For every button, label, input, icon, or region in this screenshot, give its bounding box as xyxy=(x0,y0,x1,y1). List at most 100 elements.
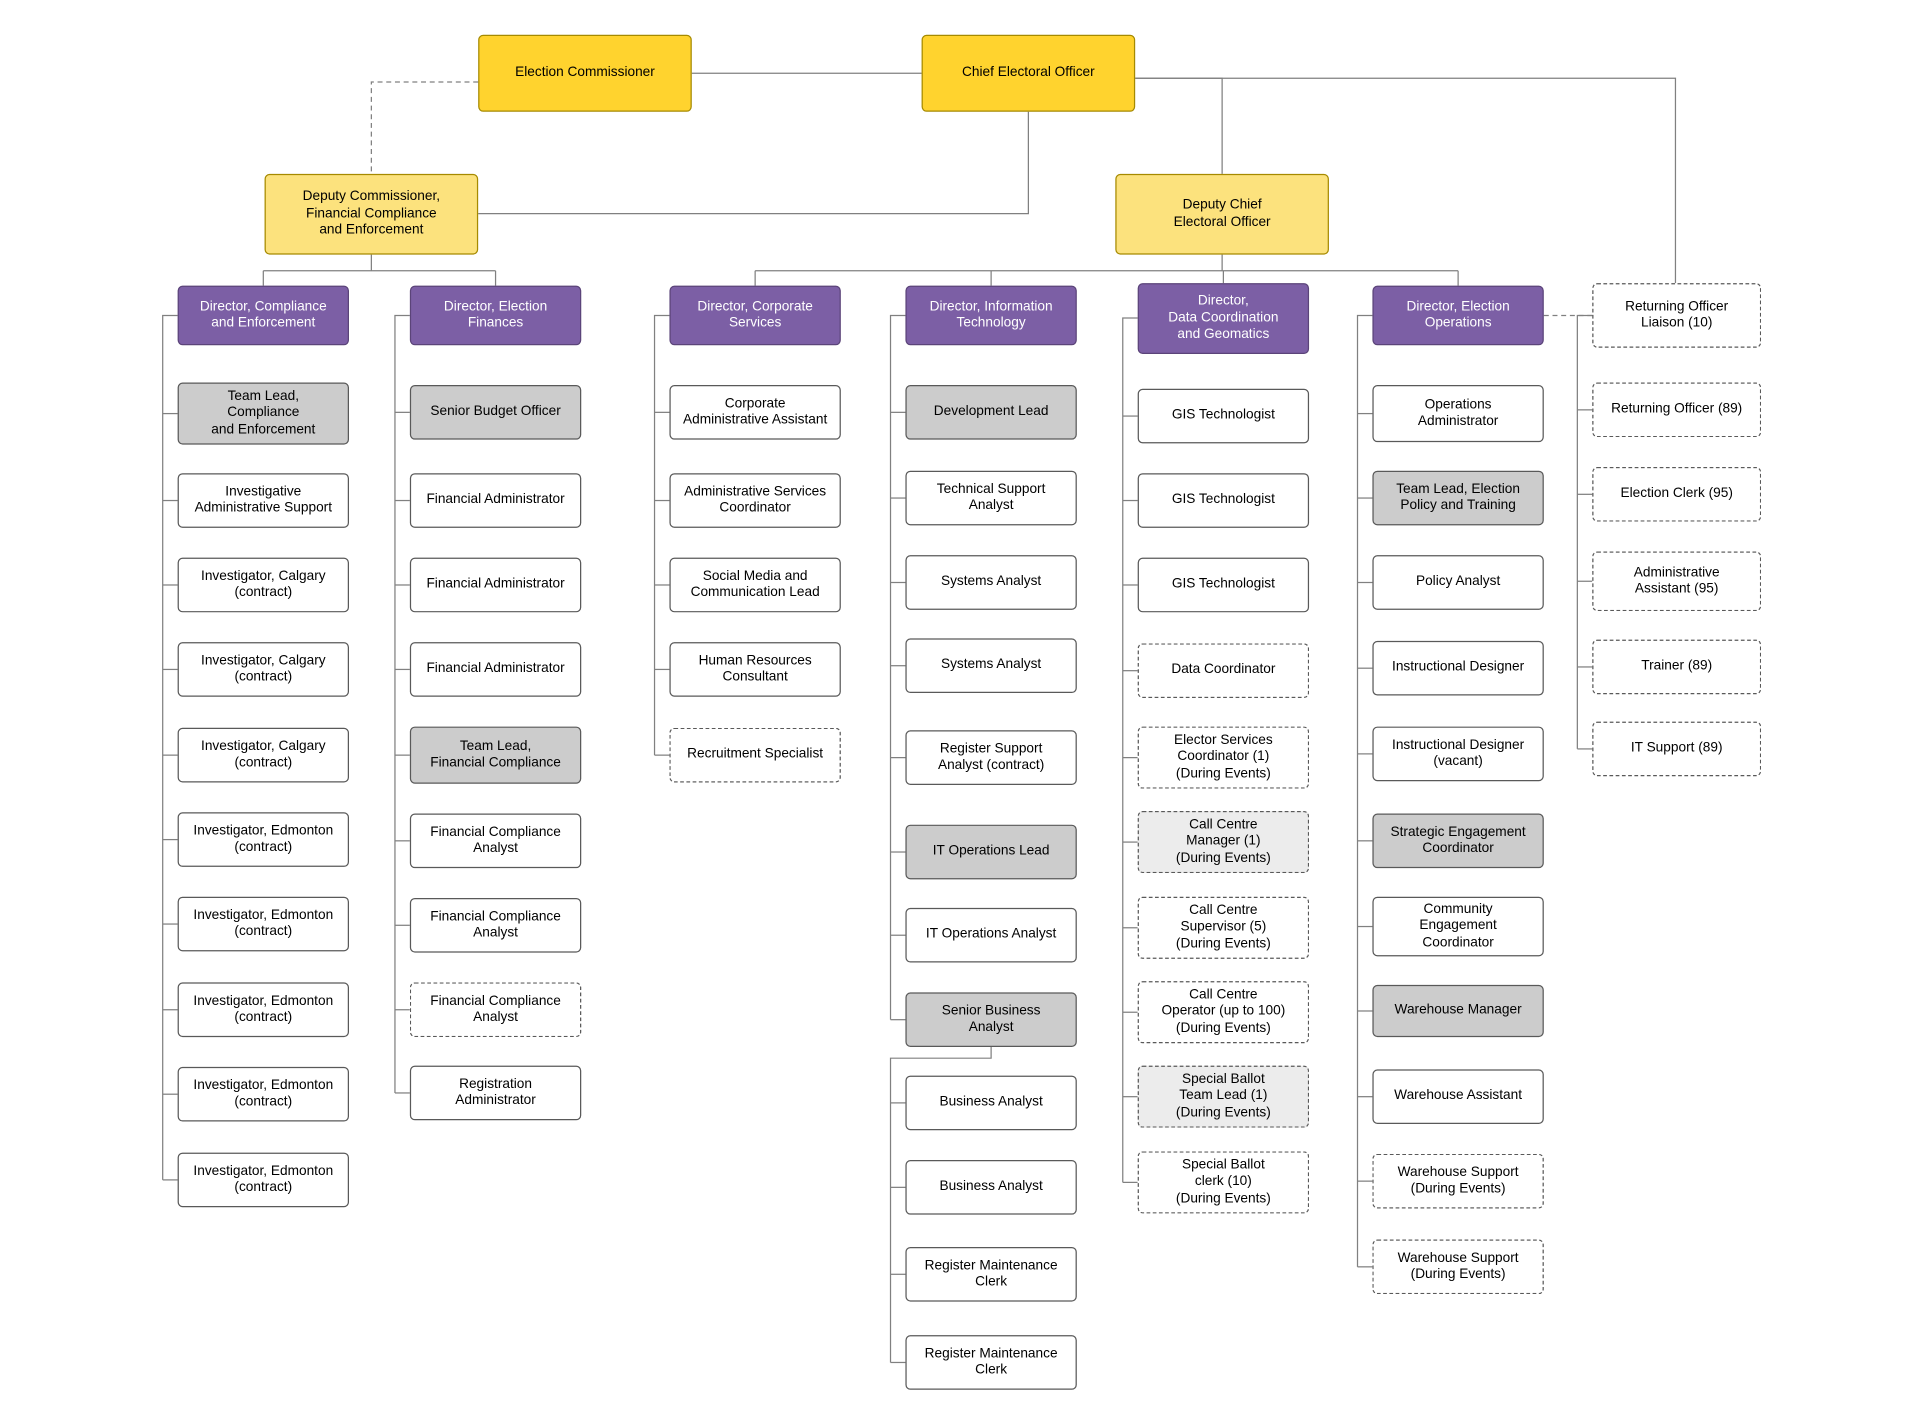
org-node-register-support-analyst: Register Support Analyst (contract) xyxy=(905,730,1077,785)
connector xyxy=(1122,317,1138,1183)
org-node-investigator-edmonton-3: Investigator, Edmonton (contract) xyxy=(177,982,350,1038)
org-node-director-election-finances: Director, Election Finances xyxy=(409,285,582,346)
org-node-business-analyst-2: Business Analyst xyxy=(905,1160,1077,1215)
org-node-label: Deputy Commissioner, Financial Complianc… xyxy=(302,189,441,238)
org-node-label: Director, Information Technology xyxy=(929,298,1053,331)
org-node-returning-officer: Returning Officer (89) xyxy=(1592,382,1762,438)
org-node-operations-administrator: Operations Administrator xyxy=(1372,385,1544,443)
org-node-call-centre-supervisor: Call Centre Supervisor (5) (During Event… xyxy=(1137,896,1310,959)
org-node-label: IT Support (89) xyxy=(1630,740,1723,756)
org-node-instructional-designer-vacant: Instructional Designer (vacant) xyxy=(1372,726,1544,782)
org-node-label: Financial Compliance Analyst xyxy=(430,908,561,941)
org-node-label: Investigator, Calgary (contract) xyxy=(201,568,326,600)
org-node-label: Instructional Designer xyxy=(1392,659,1525,675)
org-node-community-engagement-coordinator: Community Engagement Coordinator xyxy=(1372,896,1544,957)
org-node-label: Call Centre Operator (up to 100) (During… xyxy=(1161,987,1286,1036)
org-node-team-lead-election-policy-training: Team Lead, Election Policy and Training xyxy=(1372,470,1544,526)
org-node-label: Director, Compliance and Enforcement xyxy=(199,298,327,331)
org-node-label: Team Lead, Financial Compliance xyxy=(430,738,561,771)
org-node-financial-administrator-1: Financial Administrator xyxy=(409,473,582,528)
org-node-director-information-technology: Director, Information Technology xyxy=(905,285,1077,346)
org-node-label: Financial Compliance Analyst xyxy=(430,993,561,1025)
org-node-call-centre-operator: Call Centre Operator (up to 100) (During… xyxy=(1137,981,1310,1044)
org-node-label: Election Clerk (95) xyxy=(1620,485,1733,501)
org-node-registration-administrator: Registration Administrator xyxy=(409,1065,582,1121)
org-node-call-centre-manager: Call Centre Manager (1) (During Events) xyxy=(1137,811,1310,874)
org-node-label: Register Support Analyst (contract) xyxy=(937,740,1045,773)
org-node-label: GIS Technologist xyxy=(1171,407,1275,423)
org-node-label: Warehouse Support (During Events) xyxy=(1397,1164,1519,1197)
org-node-label: Administrative Assistant (95) xyxy=(1633,564,1720,597)
connector xyxy=(1356,314,1373,1267)
org-node-administrative-services-coordinator: Administrative Services Coordinator xyxy=(669,473,841,528)
org-node-deputy-commissioner: Deputy Commissioner, Financial Complianc… xyxy=(264,173,479,255)
org-node-investigator-calgary-1: Investigator, Calgary (contract) xyxy=(177,557,350,613)
org-node-gis-technologist-1: GIS Technologist xyxy=(1137,388,1310,444)
org-node-chief-electoral-officer: Chief Electoral Officer xyxy=(921,34,1136,112)
org-node-label: Trainer (89) xyxy=(1641,658,1713,674)
org-node-label: Register Maintenance Clerk xyxy=(924,1257,1058,1290)
org-node-policy-analyst: Policy Analyst xyxy=(1372,555,1544,610)
org-node-label: Election Commissioner xyxy=(515,64,655,80)
org-node-special-ballot-clerk: Special Ballot clerk (10) (During Events… xyxy=(1137,1151,1310,1214)
connector xyxy=(1135,77,1677,284)
org-node-label: Returning Officer (89) xyxy=(1611,401,1743,417)
org-node-systems-analyst-2: Systems Analyst xyxy=(905,638,1077,694)
org-node-label: Senior Budget Officer xyxy=(430,404,561,419)
org-node-label: Systems Analyst xyxy=(940,657,1042,673)
org-node-financial-compliance-analyst-1: Financial Compliance Analyst xyxy=(409,813,582,869)
org-node-warehouse-support-1: Warehouse Support (During Events) xyxy=(1372,1153,1544,1209)
org-node-senior-budget-officer: Senior Budget Officer xyxy=(409,385,582,440)
org-node-strategic-engagement-coordinator: Strategic Engagement Coordinator xyxy=(1372,813,1544,869)
org-node-label: Development Lead xyxy=(933,404,1049,419)
connector xyxy=(889,314,906,1020)
org-node-label: Team Lead, Compliance and Enforcement xyxy=(211,388,316,437)
org-node-label: Administrative Services Coordinator xyxy=(684,483,827,516)
org-node-investigative-administrative-support: Investigative Administrative Support xyxy=(177,473,350,528)
org-node-label: Elector Services Coordinator (1) (During… xyxy=(1174,732,1273,781)
org-node-label: Operations Administrator xyxy=(1417,396,1499,429)
org-node-label: Senior Business Analyst xyxy=(941,1003,1041,1035)
org-node-label: Chief Electoral Officer xyxy=(962,64,1095,80)
org-node-it-operations-lead: IT Operations Lead xyxy=(905,824,1077,880)
connector xyxy=(889,1047,992,1363)
org-node-label: Register Maintenance Clerk xyxy=(924,1345,1058,1378)
connector xyxy=(1576,314,1593,749)
org-node-financial-administrator-2: Financial Administrator xyxy=(409,557,582,613)
org-node-instructional-designer: Instructional Designer xyxy=(1372,640,1544,696)
org-node-special-ballot-team-lead: Special Ballot Team Lead (1) (During Eve… xyxy=(1137,1065,1310,1128)
org-node-corporate-administrative-assistant: Corporate Administrative Assistant xyxy=(669,385,841,440)
org-node-label: Community Engagement Coordinator xyxy=(1419,901,1497,950)
org-node-director-corporate-services: Director, Corporate Services xyxy=(669,285,841,346)
org-node-label: Team Lead, Election Policy and Training xyxy=(1396,481,1520,513)
org-node-returning-officer-liaison: Returning Officer Liaison (10) xyxy=(1592,283,1762,348)
org-node-director-data-coordination-geomatics: Director, Data Coordination and Geomatic… xyxy=(1137,283,1310,354)
connector xyxy=(394,314,410,1093)
org-node-director-election-operations: Director, Election Operations xyxy=(1372,285,1544,346)
org-node-senior-business-analyst: Senior Business Analyst xyxy=(905,992,1077,1048)
org-node-investigator-calgary-2: Investigator, Calgary (contract) xyxy=(177,642,350,697)
org-node-label: Social Media and Communication Lead xyxy=(690,568,820,600)
org-node-register-maintenance-clerk-1: Register Maintenance Clerk xyxy=(905,1246,1077,1302)
org-node-warehouse-assistant: Warehouse Assistant xyxy=(1372,1069,1544,1125)
org-node-label: Systems Analyst xyxy=(940,574,1042,590)
org-node-human-resources-consultant: Human Resources Consultant xyxy=(669,642,841,697)
org-node-label: Corporate Administrative Assistant xyxy=(683,395,828,428)
org-node-label: Investigator, Edmonton (contract) xyxy=(193,1077,334,1110)
org-node-social-media-communication-lead: Social Media and Communication Lead xyxy=(669,557,841,613)
org-node-label: Returning Officer Liaison (10) xyxy=(1625,298,1729,331)
org-node-warehouse-support-2: Warehouse Support (During Events) xyxy=(1372,1239,1544,1295)
org-node-label: Director, Election Operations xyxy=(1406,298,1510,331)
org-node-team-lead-compliance-enforcement: Team Lead, Compliance and Enforcement xyxy=(177,382,350,445)
org-node-it-support: IT Support (89) xyxy=(1592,721,1762,777)
org-node-systems-analyst-1: Systems Analyst xyxy=(905,555,1077,610)
connector xyxy=(653,314,670,756)
org-node-label: Director, Data Coordination and Geomatic… xyxy=(1168,293,1279,342)
org-node-label: Director, Corporate Services xyxy=(697,298,813,331)
org-node-investigator-edmonton-2: Investigator, Edmonton (contract) xyxy=(177,896,350,952)
org-node-elector-services-coordinator: Elector Services Coordinator (1) (During… xyxy=(1137,726,1310,789)
org-node-gis-technologist-2: GIS Technologist xyxy=(1137,473,1310,528)
org-node-label: Financial Administrator xyxy=(426,492,565,508)
